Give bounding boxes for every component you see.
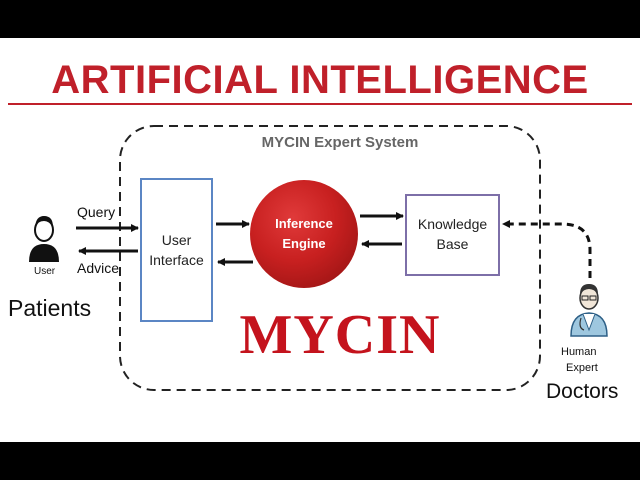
doctor-icon — [570, 284, 608, 337]
mycin-label: MYCIN — [239, 304, 441, 366]
knowledge-base-line1: Knowledge — [417, 216, 488, 232]
knowledge-base-box: Knowledge Base — [405, 194, 500, 276]
advice-label: Advice — [77, 260, 120, 276]
knowledge-base-line2: Base — [436, 236, 469, 252]
system-title: MYCIN Expert System — [261, 134, 419, 151]
human-expert-line1: Human — [561, 346, 597, 358]
user-icon — [29, 216, 59, 262]
doctors-label: Doctors — [546, 380, 619, 403]
user-label: User — [34, 266, 56, 277]
title-underline — [8, 103, 632, 105]
page-title: ARTIFICIAL INTELLIGENCE — [51, 58, 589, 102]
system-boundary — [119, 125, 541, 391]
expert-link-arrow — [502, 220, 592, 278]
inference-engine-line1: Inference — [275, 216, 333, 231]
patients-label: Patients — [8, 295, 92, 321]
user-interface-box: User Interface — [140, 178, 213, 322]
user-interface-line1: User — [161, 232, 192, 248]
inference-engine-line2: Engine — [282, 236, 326, 251]
human-expert-line2: Expert — [566, 362, 598, 374]
user-interface-line2: Interface — [149, 252, 204, 268]
query-label: Query — [77, 204, 116, 220]
inference-engine-node: Inference Engine — [250, 180, 358, 288]
